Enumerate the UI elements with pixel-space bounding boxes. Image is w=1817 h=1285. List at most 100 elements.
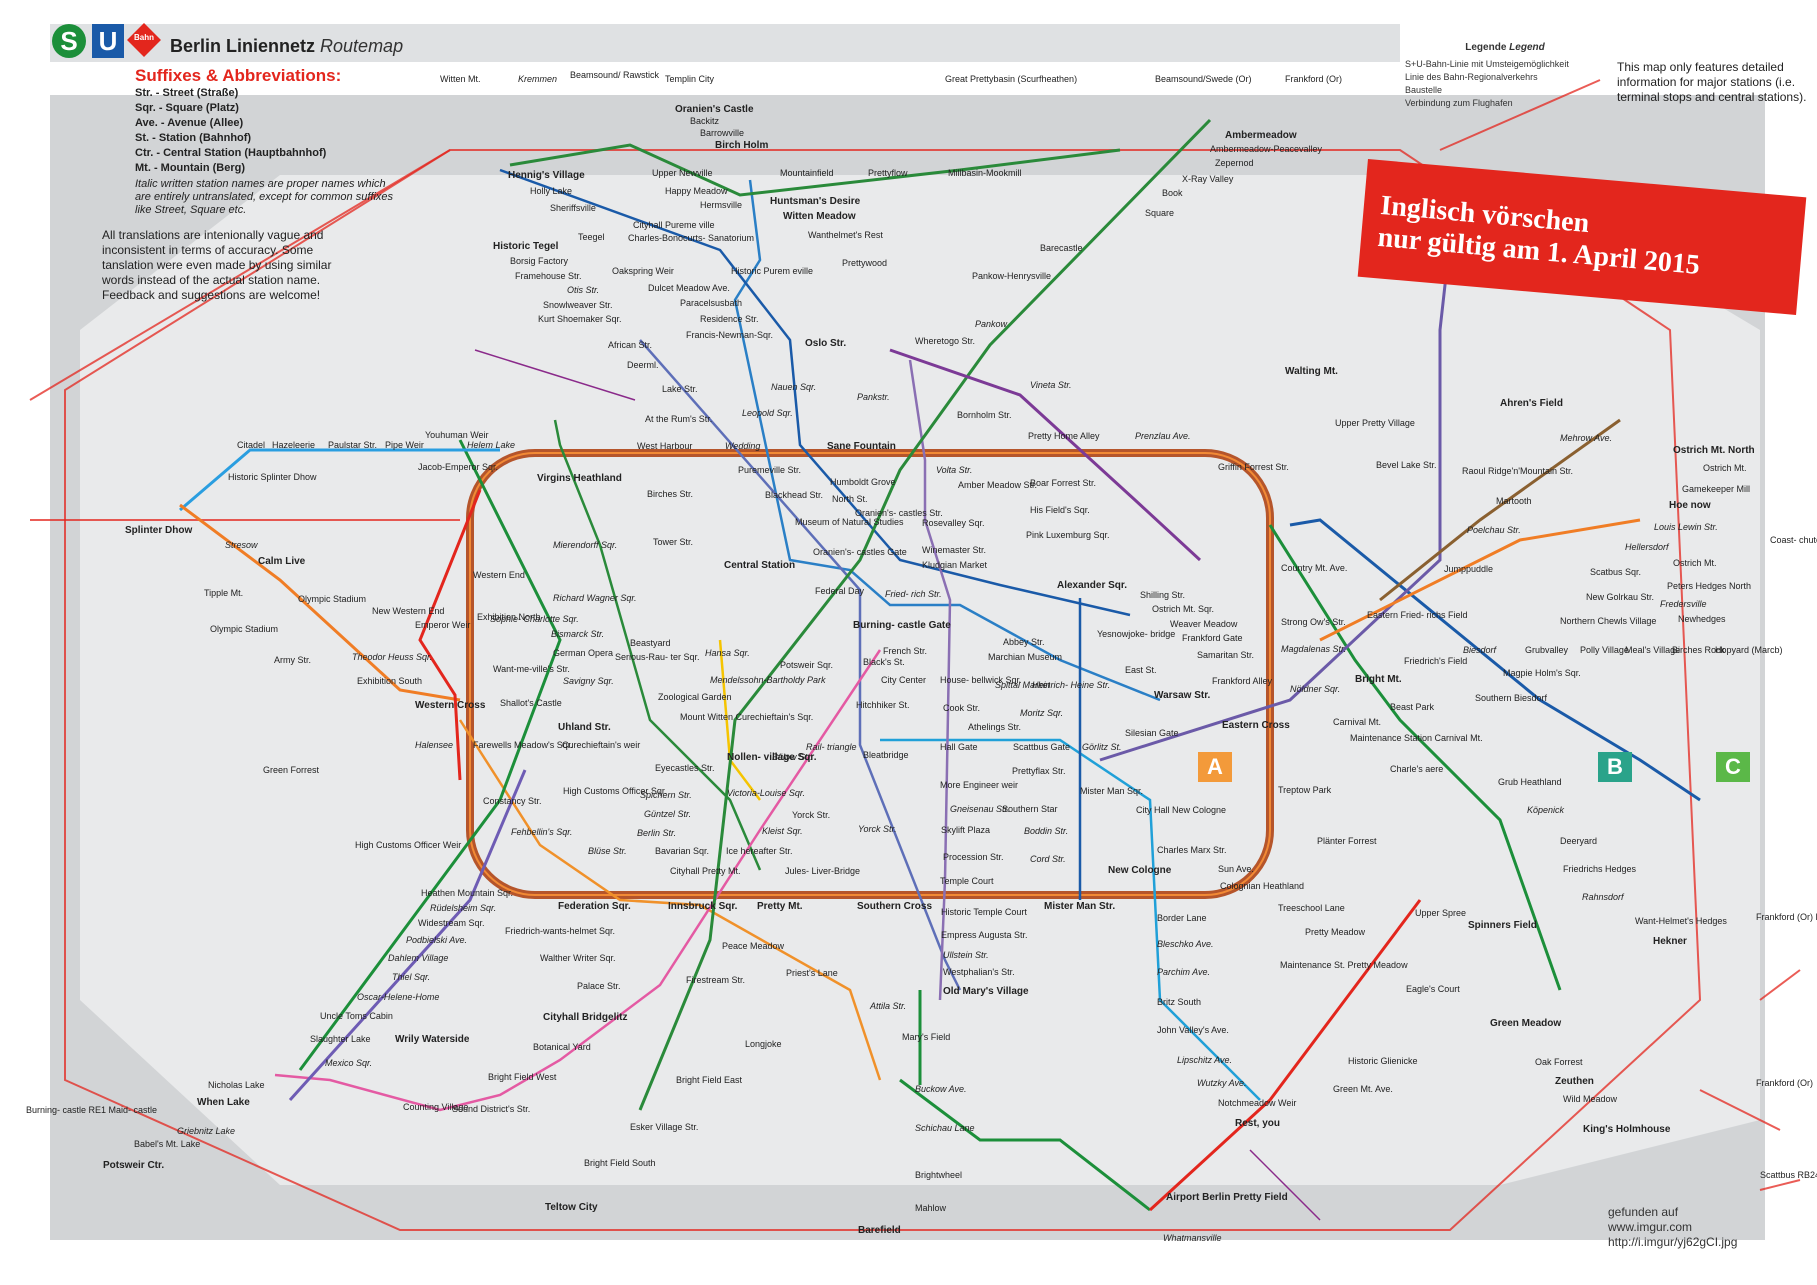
header-bar <box>50 24 1400 62</box>
station-label-histglienicke: Historic Glienicke <box>1348 1056 1418 1066</box>
station-label-cityhallpretty: Cityhall Pretty Mt. <box>670 866 741 876</box>
station-label-francis: Francis-Newman-Sqr. <box>686 330 774 340</box>
station-label-brightfieldsouth: Bright Field South <box>584 1158 656 1168</box>
station-label-eskervillage: Esker Village Str. <box>630 1122 699 1132</box>
station-label-kurt: Kurt Shoemaker Sqr. <box>538 314 622 324</box>
station-label-brightfieldwest: Bright Field West <box>488 1072 557 1082</box>
station-label-olympicst2: Olympic Stadium <box>210 624 279 634</box>
station-label-constancy: Constancy Str. <box>483 796 542 806</box>
station-label-mahlow: Mahlow <box>915 1203 947 1213</box>
station-label-prettymeadow: Pretty Meadow <box>1305 927 1366 937</box>
station-label-brightfieldeast: Bright Field East <box>676 1075 743 1085</box>
station-label-lakestr: Lake Str. <box>662 384 698 394</box>
station-label-square: Square <box>1145 208 1175 218</box>
station-label-tipple: Tipple Mt. <box>204 588 244 598</box>
station-label-treptow: Treptow Park <box>1278 785 1332 795</box>
station-label-alexander: Alexander Sqr. <box>1057 580 1128 591</box>
station-label-mehrow: Mehrow Ave. <box>1560 433 1613 443</box>
legend: Legende Legend S+U-Bahn-Linie mit Umstei… <box>1405 42 1605 111</box>
station-label-cookstr: Cook Str. <box>943 703 981 713</box>
station-label-prettymt: Pretty Mt. <box>757 901 803 912</box>
station-label-mealsvillage: Meal's Village <box>1625 645 1681 655</box>
station-label-barecastle: Barecastle <box>1040 243 1083 253</box>
station-label-shallots: Shallot's Castle <box>500 698 562 708</box>
station-label-wittenmeadow: Witten Meadow <box>783 211 856 222</box>
station-label-friedwants: Friedrich-wants-helmet Sqr. <box>505 926 616 936</box>
station-label-towerstr: Tower Str. <box>653 537 694 547</box>
abbreviations-list: Str. - Street (Straße)Sqr. - Square (Pla… <box>135 86 395 176</box>
station-label-kludgian: Kludgian Market <box>922 560 988 570</box>
station-label-wanthelmetsh: Want-Helmet's Hedges <box>1635 916 1727 926</box>
station-label-zoological: Zoological Garden <box>658 692 732 702</box>
station-label-pankstr: Pankstr. <box>857 392 890 402</box>
station-label-eyecastles: Eyecastles Str. <box>655 763 715 773</box>
station-label-hisfield: His Field's Sqr. <box>1030 505 1090 515</box>
station-label-palace: Palace Str. <box>577 981 621 991</box>
station-label-charlesmarx: Charles Marx Str. <box>1157 845 1227 855</box>
station-label-african: African Str. <box>608 340 653 350</box>
station-label-gneisenau: Gneisenau Str. <box>950 804 1010 814</box>
station-label-maintenance2: Maintenance St. Pretty Meadow <box>1280 960 1408 970</box>
station-label-bevellake: Bevel Lake Str. <box>1376 460 1437 470</box>
station-label-oraniengate: Oranien's- castles Gate <box>813 547 907 557</box>
station-label-gamekeeper: Gamekeeper Mill <box>1682 484 1751 494</box>
station-label-brightwheel: Brightwheel <box>915 1170 963 1180</box>
station-label-pipeweir: Pipe Weir <box>385 440 424 450</box>
abbreviations-italic-note: Italic written station names are proper … <box>135 178 394 216</box>
station-label-histsplinter: Historic Splinter Dhow <box>228 472 317 482</box>
station-label-boddin: Boddin Str. <box>1024 826 1069 836</box>
station-label-leopold: Leopold Sqr. <box>742 408 793 418</box>
ring-line-inner <box>469 452 1271 896</box>
station-label-hollylake: Holly Lake <box>530 186 573 196</box>
station-label-borsig: Borsig Factory <box>510 256 569 266</box>
station-label-slaughterlake: Slaughter Lake <box>310 1034 371 1044</box>
station-label-ambermeadow: Ambermeadow <box>1225 130 1297 141</box>
station-label-westphalian: Westphalian's Str. <box>943 967 1015 977</box>
station-label-northst: North St. <box>832 494 868 504</box>
station-label-templin: Templin City <box>665 74 715 84</box>
station-label-blacksst: Black's St. <box>863 657 905 667</box>
station-label-mierendorff: Mierendorff Sqr. <box>553 540 618 550</box>
station-label-backitz: Backitz <box>690 116 720 126</box>
station-label-bleatbridge: Bleatbridge <box>863 750 909 760</box>
station-label-cityhall: Cityhall Pureme ville <box>633 220 715 230</box>
station-label-potsweirctr: Potsweir Ctr. <box>103 1160 165 1171</box>
station-label-histtemple: Historic Temple Court <box>941 907 1027 917</box>
station-label-zepernod: Zepernod <box>1215 158 1254 168</box>
station-label-babels: Babel's Mt. Lake <box>134 1139 201 1149</box>
station-label-victoria: Victoria-Louise Sqr. <box>727 788 806 798</box>
station-label-prettyhome: Pretty Home Alley <box>1028 431 1100 441</box>
station-label-westerncross: Western Cross <box>415 700 486 711</box>
station-label-deerml: Deerml. <box>627 360 659 370</box>
station-label-voltastr: Volta Str. <box>936 465 973 475</box>
station-label-bavarian: Bavarian Sqr. <box>655 846 710 856</box>
station-label-frankford1: Frankford (Or) <box>1285 74 1343 84</box>
station-label-scatbus: Scatbus Sqr. <box>1590 567 1642 577</box>
station-label-whatmansville: Whatmansville <box>1163 1233 1222 1243</box>
station-label-maintenance: Maintenance Station Carnival Mt. <box>1350 733 1483 743</box>
station-label-uncletoms: Uncle Toms Cabin <box>320 1011 393 1021</box>
station-label-weaver: Weaver Meadow <box>1170 619 1238 629</box>
station-label-mistermansqr: Mister Man Sqr. <box>1080 786 1144 796</box>
station-label-hallgate: Hall Gate <box>940 742 978 752</box>
station-label-winemaster: Winemaster Str. <box>922 545 987 555</box>
station-label-widestream: Widestream Sqr. <box>418 918 485 928</box>
station-label-emperorweir: Emperor Weir <box>415 620 471 630</box>
map-title: Berlin Liniennetz Routemap <box>170 36 403 57</box>
station-label-marysfield: Mary's Field <box>902 1032 951 1042</box>
station-label-griebnitz: Griebnitz Lake <box>177 1126 236 1136</box>
station-label-oscar: Oscar-Helene-Home <box>357 992 440 1002</box>
station-label-wildmeadow: Wild Meadow <box>1563 1094 1618 1104</box>
station-label-walther: Walther Writer Sqr. <box>540 953 616 963</box>
station-label-johnvalley: John Valley's Ave. <box>1157 1025 1229 1035</box>
credit-line-2: www.imgur.com <box>1608 1220 1693 1234</box>
station-label-moreengineer: More Engineer weir <box>940 780 1019 790</box>
station-label-frankford2: Frankford (Or) RB1 Iron- works City <box>1756 912 1817 922</box>
station-label-fehbellin: Fehbellin's Sqr. <box>511 827 573 837</box>
abbreviation-line: Sqr. - Square (Platz) <box>135 102 239 114</box>
station-label-ostrichmt: Ostrich Mt. <box>1703 463 1747 473</box>
station-label-sheriffsville: Sheriffsville <box>550 203 596 213</box>
db-logo-text: Bahn <box>134 33 154 42</box>
station-label-brightmt: Bright Mt. <box>1355 674 1402 685</box>
station-label-deeryard: Deeryard <box>1560 836 1598 846</box>
